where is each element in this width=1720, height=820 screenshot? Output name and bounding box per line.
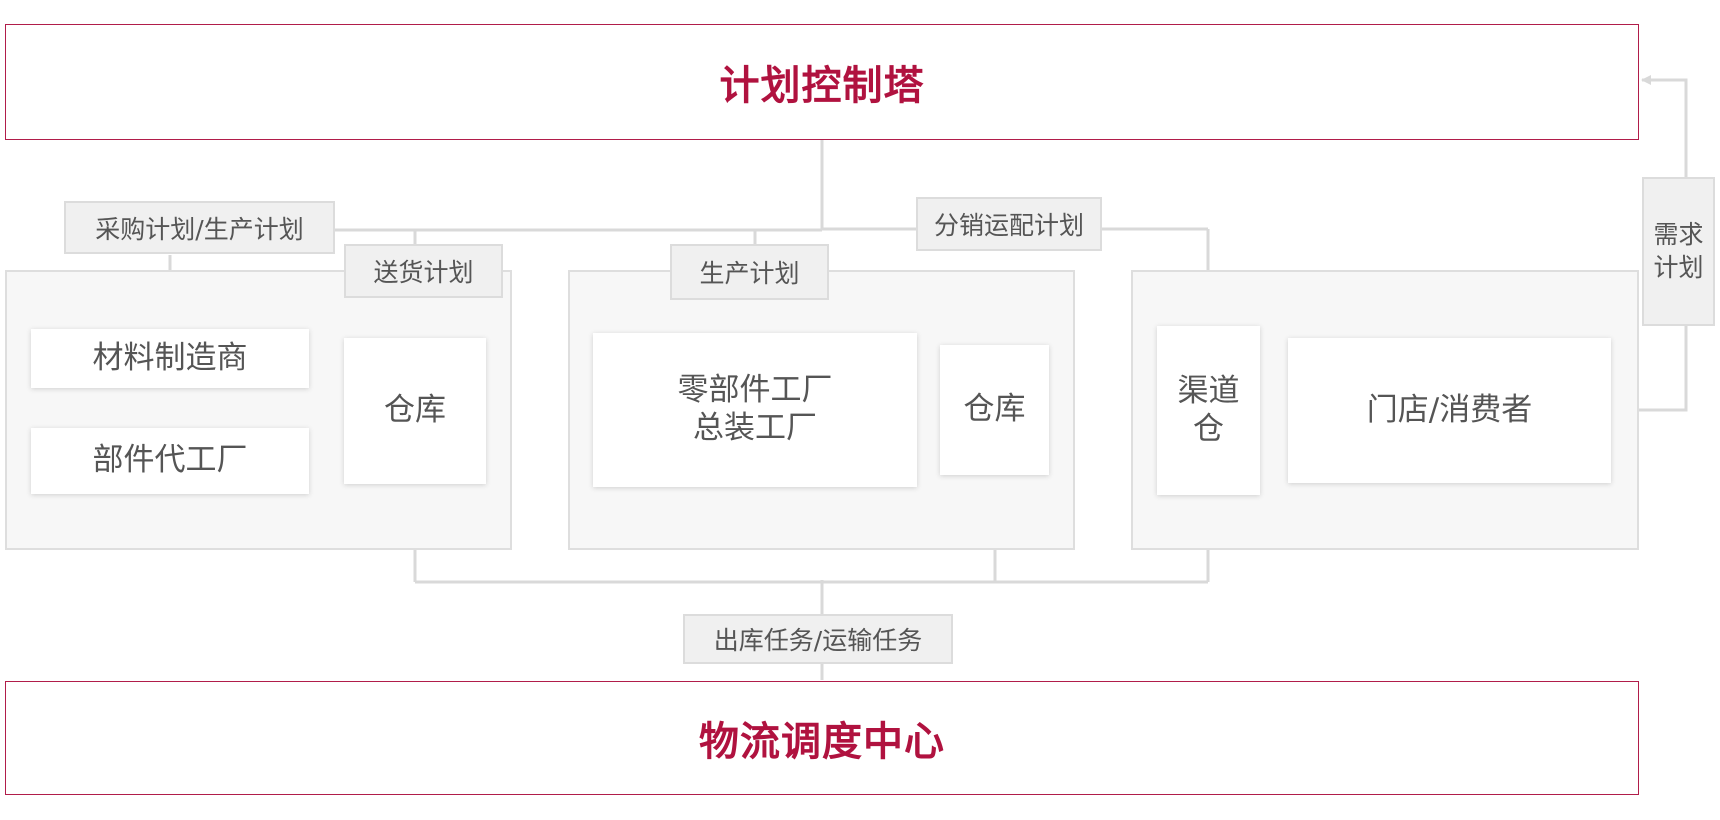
control-tower-title: 计划控制塔 xyxy=(719,63,925,109)
factories-label: 零部件工厂 总装工厂 xyxy=(677,372,833,446)
purchase-plan-label: 采购计划/生产计划 xyxy=(95,214,304,244)
factories-card: 零部件工厂 总装工厂 xyxy=(593,333,917,487)
distribution-plan-tag: 分销运配计划 xyxy=(916,197,1102,251)
component-oem-card: 部件代工厂 xyxy=(31,428,309,494)
factory-warehouse-label: 仓库 xyxy=(963,391,1026,428)
material-maker-card: 材料制造商 xyxy=(31,329,309,388)
logistics-dispatch-center: 物流调度中心 xyxy=(5,681,1639,795)
delivery-plan-label: 送货计划 xyxy=(373,258,474,287)
purchase-plan-tag: 采购计划/生产计划 xyxy=(64,201,335,254)
supplier-warehouse-card: 仓库 xyxy=(344,338,486,484)
outbound-task-label: 出库任务/运输任务 xyxy=(713,626,923,655)
component-oem-label: 部件代工厂 xyxy=(92,442,248,479)
channel-warehouse-label: 渠道 仓 xyxy=(1177,372,1240,447)
demand-plan-label: 需求 计划 xyxy=(1653,220,1704,282)
store-consumer-card: 门店/消费者 xyxy=(1288,338,1611,483)
outbound-task-tag: 出库任务/运输任务 xyxy=(683,614,953,664)
store-consumer-label: 门店/消费者 xyxy=(1366,391,1533,428)
material-maker-label: 材料制造商 xyxy=(92,339,248,376)
dispatch-center-title: 物流调度中心 xyxy=(699,719,945,765)
production-plan-tag: 生产计划 xyxy=(670,244,829,300)
channel-warehouse-card: 渠道 仓 xyxy=(1157,326,1260,495)
planning-control-tower: 计划控制塔 xyxy=(5,24,1639,140)
production-plan-label: 生产计划 xyxy=(699,259,800,288)
supplier-warehouse-label: 仓库 xyxy=(384,392,446,429)
delivery-plan-tag: 送货计划 xyxy=(344,244,503,298)
distribution-plan-label: 分销运配计划 xyxy=(933,211,1084,240)
demand-plan-tag: 需求 计划 xyxy=(1642,177,1715,326)
factory-warehouse-card: 仓库 xyxy=(940,345,1049,475)
